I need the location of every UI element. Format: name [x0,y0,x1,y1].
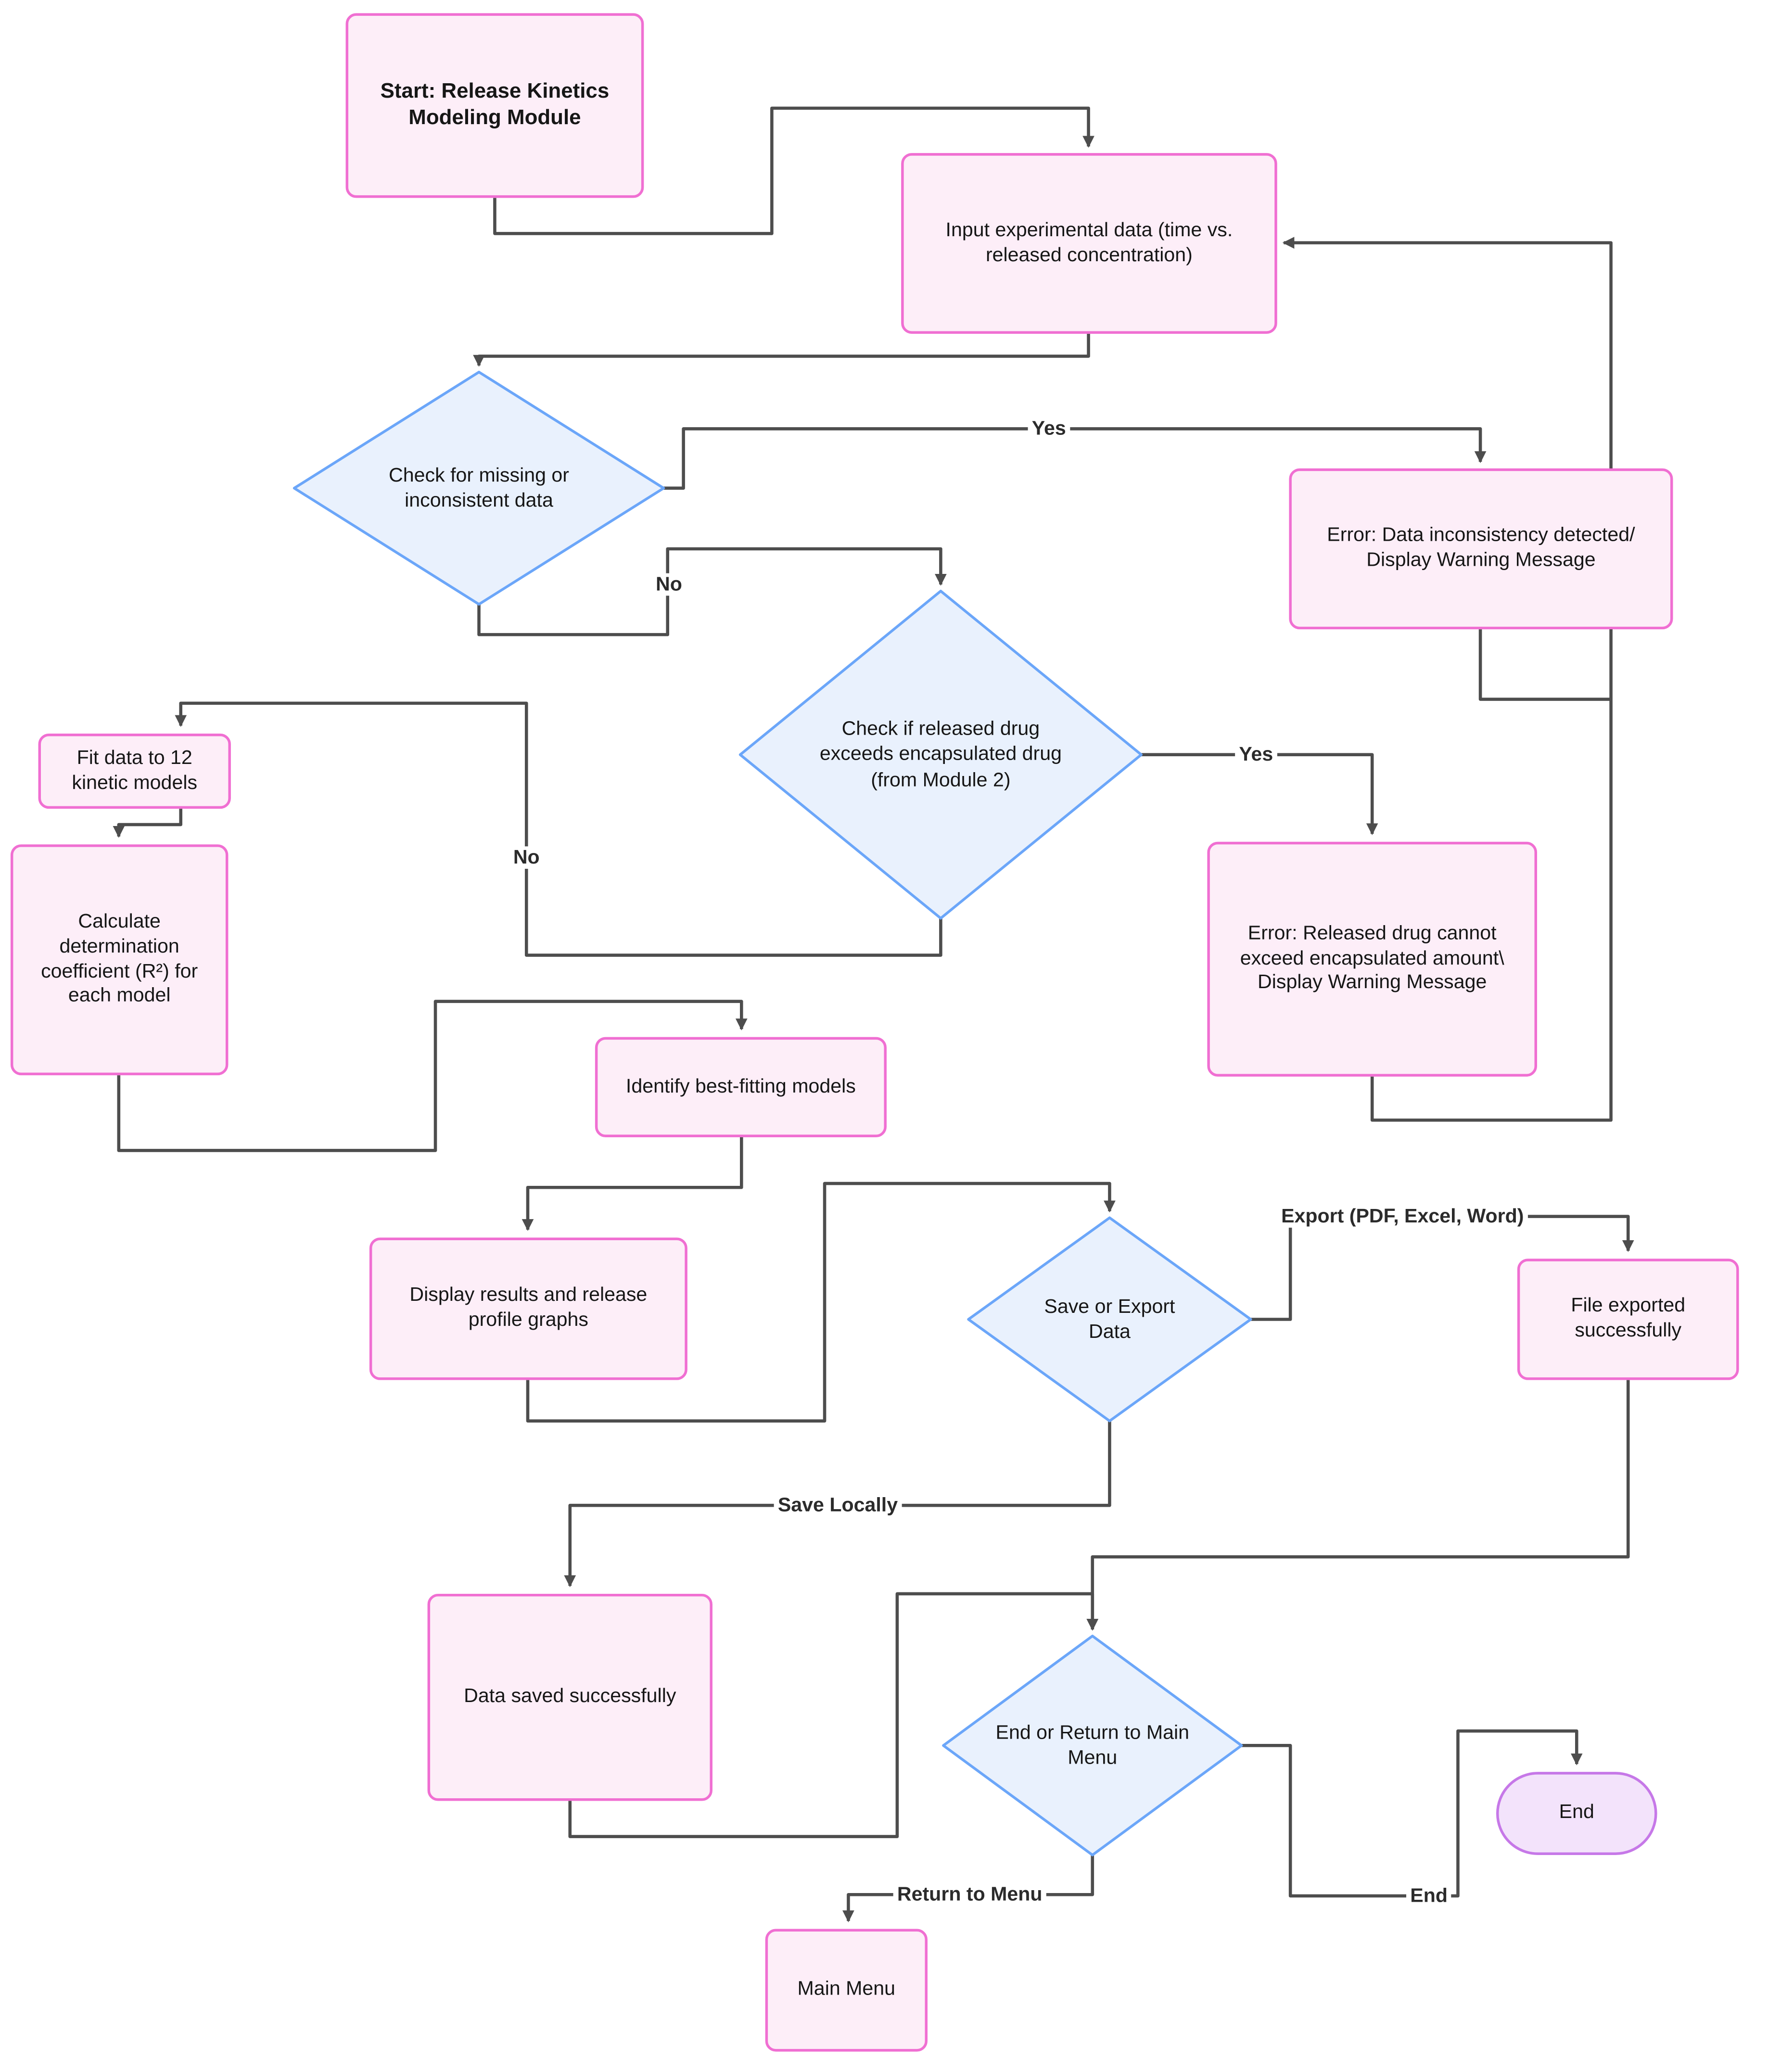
node-fit-models: Fit data to 12 kinetic models [38,733,231,809]
check-released-exceeds-diamond [738,589,1143,920]
node-start: Start: Release Kinetics Modeling Module [345,13,644,198]
end-or-return-label: End or Return to Main Menu [995,1721,1190,1769]
edge-label-save-locally: Save Locally [774,1494,902,1517]
node-fit-models-label: Fit data to 12 kinetic models [72,746,198,794]
connector-calc-to-identify [117,1000,748,1152]
connector-endq-end-to-end-pill [1241,1729,1583,1898]
node-data-saved-label: Data saved successfully [464,1685,676,1708]
edge-label-end: End [1406,1884,1452,1907]
edge-label-yes-missing: Yes [1028,418,1070,440]
node-identify-best-models: Identify best-fitting models [595,1037,887,1138]
edge-label-yes-exceeds: Yes [1235,743,1277,766]
connector-errors-loop-to-input [1282,237,1613,1122]
check-released-exceeds-label: Check if released drug exceeds encapsula… [819,717,1062,791]
node-end: End [1496,1772,1657,1855]
node-display-results-label: Display results and release profile grap… [409,1284,648,1332]
node-error-released-exceeds-label: Error: Released drug cannot exceed encap… [1240,922,1504,994]
connector-start-to-input [493,106,1094,235]
connector-input-to-check-missing [473,333,1090,367]
node-display-results: Display results and release profile grap… [369,1237,687,1380]
node-error-released-exceeds: Error: Released drug cannot exceed encap… [1207,841,1538,1077]
connector-exported-to-endq [1086,1380,1630,1631]
connector-display-to-save [526,1182,1116,1423]
node-file-exported-label: File exported successfully [1571,1295,1686,1342]
end-or-return-diamond [942,1634,1243,1856]
check-missing-data-label: Check for missing or inconsistent data [389,463,570,512]
check-missing-data-diamond [293,370,665,606]
connector-error-inconsistency-loop [1478,629,1611,701]
node-input-data-label: Input experimental data (time vs. releas… [945,218,1233,266]
node-main-menu: Main Menu [765,1929,928,2052]
connector-saved-to-endq [568,1592,1099,1838]
node-start-label: Start: Release Kinetics Modeling Module [380,80,610,129]
node-main-menu-label: Main Menu [797,1978,896,2000]
node-calc-r2-label: Calculate determination coefficient (R²)… [41,910,198,1007]
connector-check-exceeds-yes-to-error-exceed [1141,753,1378,836]
node-data-saved: Data saved successfully [427,1593,712,1801]
save-or-export-label: Save or Export Data [1044,1295,1175,1343]
edge-label-no-missing: No [651,573,687,596]
connector-check-exceeds-no-to-fit [175,701,942,957]
node-file-exported: File exported successfully [1517,1258,1739,1380]
node-input-data: Input experimental data (time vs. releas… [901,153,1277,334]
node-identify-best-models-label: Identify best-fitting models [625,1075,856,1097]
connector-check-missing-yes-to-error-inconsistency [663,427,1487,490]
connector-identify-to-display [521,1137,743,1231]
node-error-data-inconsistency-label: Error: Data inconsistency detected/ Disp… [1327,524,1635,572]
edge-label-no-exceeds: No [509,846,544,869]
node-calc-r2: Calculate determination coefficient (R²)… [10,844,229,1076]
node-end-label: End [1559,1801,1594,1824]
connector-fit-to-calc [113,809,183,838]
node-error-data-inconsistency: Error: Data inconsistency detected/ Disp… [1289,468,1673,630]
edge-label-export: Export (PDF, Excel, Word) [1277,1205,1528,1228]
edge-label-return-to-menu: Return to Menu [893,1883,1046,1906]
save-or-export-diamond [967,1216,1252,1423]
